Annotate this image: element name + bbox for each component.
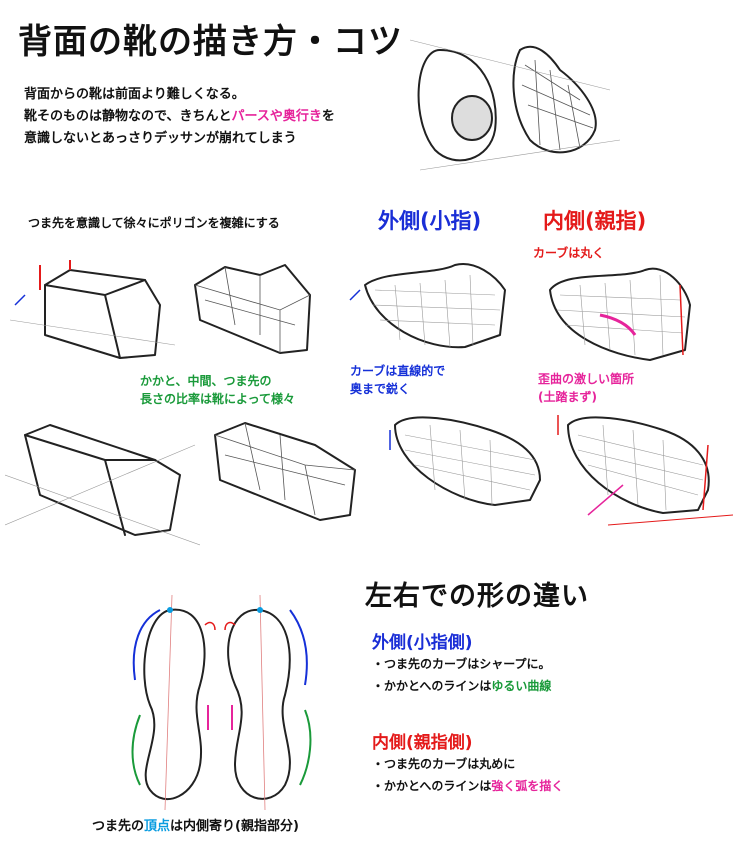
inner-side-shoe-1 [549,267,691,361]
straight-note: カーブは直線的で 奥まで鋭く [350,364,446,396]
lr-title: 左右での形の違い [365,581,589,612]
polygon-shoe-complex [194,264,311,354]
inner-side-heading: 内側(親指側) [372,733,473,753]
intro-line-3: 意識しないとあっさりデッサンが崩れてしまう [24,131,297,146]
inner-side-loafer [557,415,733,526]
polygon-loafer-complex [214,422,356,521]
polygon-shoe-simple [10,260,175,359]
outer-side-block: 外側(小指側) ・つま先のカーブはシャープに。 ・かかとへのラインはゆるい曲線 [372,628,722,697]
inner-side-item-1: ・つま先のカーブは丸めに [372,757,516,771]
outer-side-shoe-1 [349,263,506,349]
inner-side-item-2: ・かかとへのラインは強く弧を描く [372,779,564,793]
ratio-note: かかと、中間、つま先の 長さの比率は靴によって様々 [140,374,296,406]
curve-round-note: カーブは丸く [533,246,605,260]
outer-side-item-2: ・かかとへのラインはゆるい曲線 [372,679,552,693]
outer-side-heading: 外側(小指側) [372,633,473,653]
distort-note: 歪曲の激しい箇所 (土踏まず) [538,372,635,404]
page-title: 背面の靴の描き方・コツ [18,22,403,62]
apex-caption: つま先の頂点は内側寄り(親指部分) [92,819,299,834]
polygon-loafer-simple [5,424,200,546]
outer-side-item-1: ・つま先のカーブはシャープに。 [372,657,551,671]
inner-side-block: 内側(親指側) ・つま先のカーブは丸めに ・かかとへのラインは強く弧を描く [372,728,722,797]
intro-line-2: 靴そのものは静物なので、きちんとパースや奥行きを [24,109,335,124]
inner-heading: 内側(親指) [543,209,647,233]
polygon-note: つま先を意識して徐々にポリゴンを複雑にする [28,216,280,230]
front-shoes-illustration [410,39,621,171]
sole-outline-illustration [131,595,312,811]
intro-text: 背面からの靴は前面より難しくなる。 靴そのものは静物なので、きちんとパースや奥行… [24,84,404,150]
intro-line-1: 背面からの靴は前面より難しくなる。 [24,87,245,102]
outer-heading: 外側(小指) [378,209,482,233]
outer-side-loafer [389,416,541,506]
